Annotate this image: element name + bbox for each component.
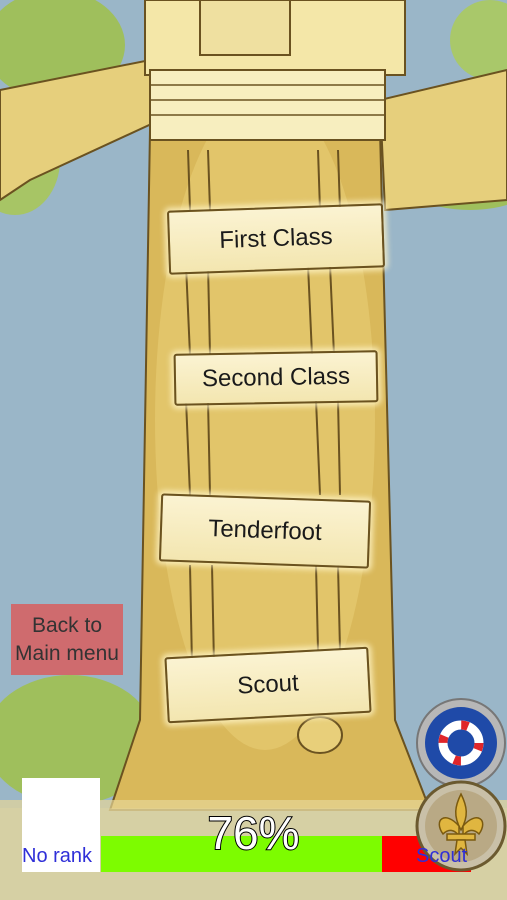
ladder-rails [185,149,341,666]
progress-bar [101,836,471,872]
plank-first-class[interactable]: First Class [166,203,386,275]
plank-scout[interactable]: Scout [164,646,372,724]
plank-tenderfoot[interactable]: Tenderfoot [158,493,372,569]
back-button-line1: Back to [31,613,103,637]
progress-percent: 76% [206,806,300,860]
back-to-main-menu-button[interactable]: Back to Main menu [11,604,123,675]
progress-bar-fill [101,836,383,872]
current-rank-badge-slot [22,778,100,872]
next-rank-label: Scout [416,845,468,867]
fleur-de-lis-badge-icon [415,780,507,872]
foliage-bottom-left [0,675,155,805]
lifebuoy-badge-icon [416,698,506,788]
back-button-line2: Main menu [15,641,119,665]
treehouse [144,0,406,141]
plank-second-class[interactable]: Second Class [173,350,379,406]
current-rank-label: No rank [22,845,93,867]
